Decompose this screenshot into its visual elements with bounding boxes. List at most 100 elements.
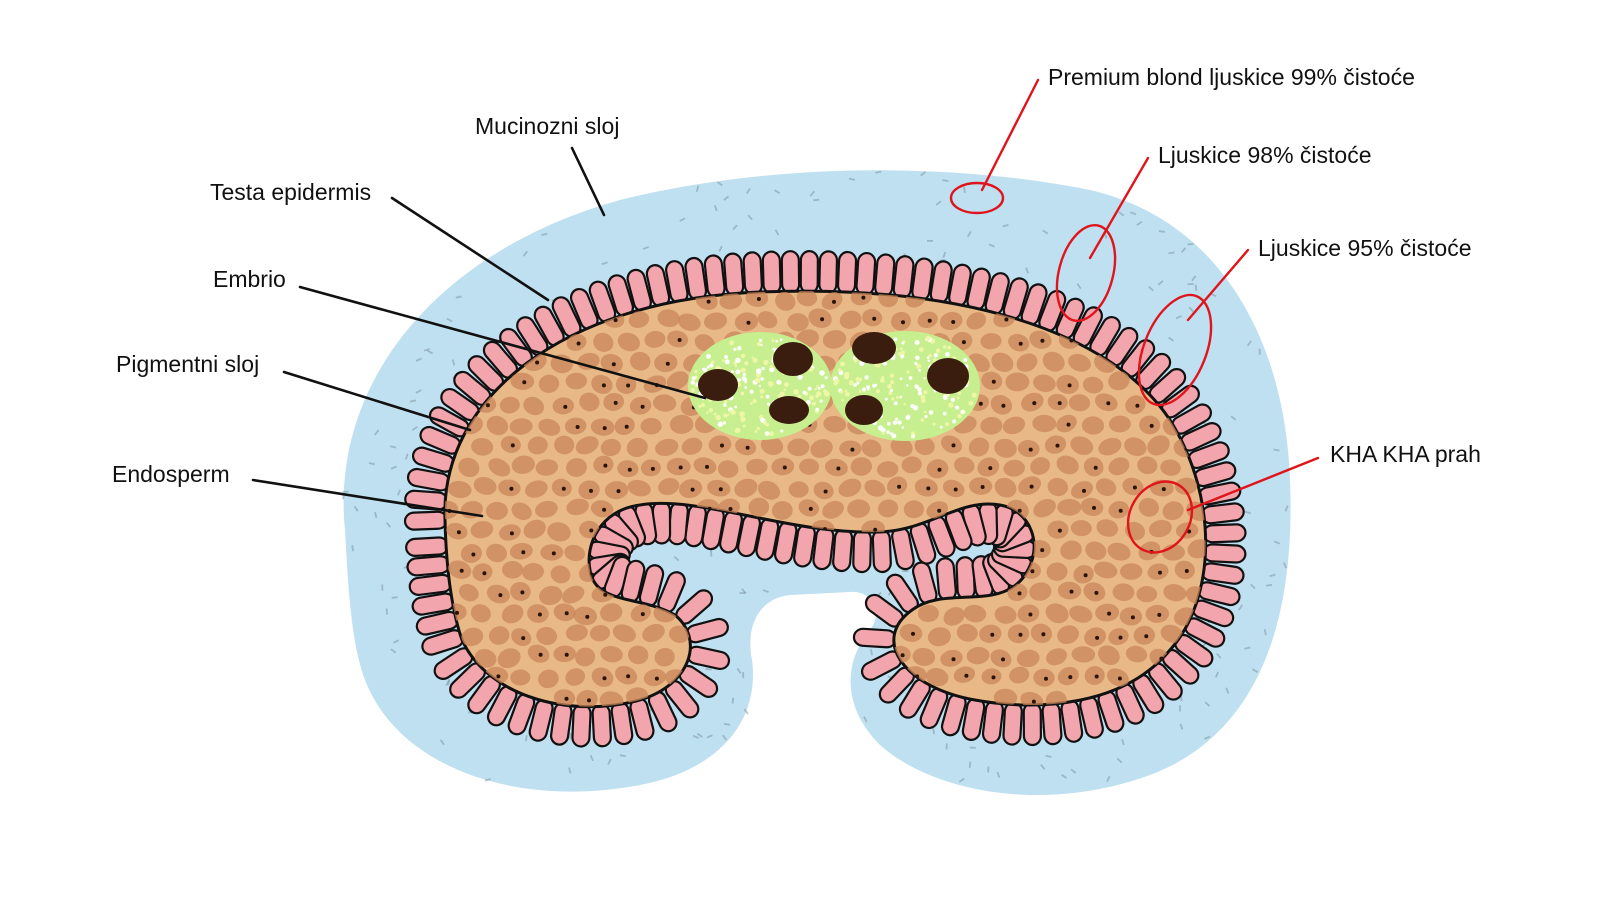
embryo-dot	[897, 352, 902, 356]
embryo-dot	[858, 377, 862, 382]
mucilage-speck	[1187, 283, 1194, 286]
endosperm-cell	[977, 457, 1000, 477]
embryo-dot	[752, 398, 757, 404]
mucilage-speck	[762, 589, 769, 594]
endosperm-cell	[839, 310, 862, 329]
endosperm-cell	[1033, 668, 1055, 687]
endosperm-cell	[488, 458, 511, 477]
embryo-dot	[901, 426, 905, 429]
mucilage-speck	[1061, 773, 1068, 779]
embryo-dot	[756, 426, 760, 431]
endosperm-cell	[565, 668, 586, 686]
endosperm-cell	[1007, 624, 1030, 644]
embryo-dot	[908, 376, 913, 380]
embryo-dot	[722, 421, 727, 425]
embryo-dot	[819, 399, 823, 403]
embryo-nucleus	[927, 358, 969, 394]
endosperm-cell	[1162, 501, 1184, 521]
embryo-dot	[845, 391, 850, 397]
endosperm-cell	[565, 372, 587, 390]
mucilage-speck	[455, 295, 462, 299]
endosperm-cell	[694, 334, 715, 352]
embryo-dot	[874, 363, 878, 368]
endosperm-cell	[527, 644, 550, 663]
embryo-dot	[960, 409, 965, 415]
embryo-dot	[717, 421, 723, 427]
mucilage-speck	[968, 761, 972, 768]
label-testa-epidermis: Testa epidermis	[210, 179, 371, 205]
embryo-dot	[754, 377, 760, 383]
endosperm-cell	[917, 311, 938, 328]
endosperm-cell	[1084, 666, 1105, 685]
endosperm-cell	[540, 544, 564, 561]
endosperm-cell	[1070, 436, 1094, 455]
mucilage-speck	[1076, 283, 1082, 290]
embryo-dot	[751, 356, 754, 359]
epidermis-cell	[703, 254, 726, 299]
endosperm-cell	[550, 565, 571, 584]
endosperm-cell	[510, 372, 535, 390]
label-mucinous-layer: Mucinozni sloj	[475, 113, 619, 139]
endosperm-cell	[1071, 646, 1096, 663]
mucilage-speck	[381, 584, 384, 591]
embryo-dot	[723, 413, 728, 418]
endosperm-cell	[539, 585, 563, 606]
endosperm-cell	[927, 627, 951, 647]
mucilage-speck	[813, 198, 820, 202]
endosperm-cell	[788, 481, 809, 498]
endosperm-cell	[1056, 414, 1077, 433]
embryo-dot	[771, 339, 775, 343]
embryo-dot	[756, 342, 762, 347]
epidermis-cell	[855, 251, 877, 297]
endosperm-cell	[719, 292, 743, 310]
mucilage-speck	[714, 205, 718, 212]
mucilage-speck	[351, 545, 355, 552]
embryo-dot	[899, 377, 903, 381]
embryo-dot	[955, 405, 960, 410]
embryo-dot	[968, 400, 974, 406]
mucilage-speck	[568, 732, 572, 740]
endosperm-cell	[1136, 586, 1158, 603]
mucilage-speck	[692, 734, 700, 739]
endosperm-cell	[511, 502, 532, 521]
embryo-dot	[701, 403, 705, 408]
endosperm-cell	[640, 417, 662, 435]
mucilage-speck	[709, 550, 713, 557]
mucilage-speck	[935, 200, 942, 206]
embryo-dot	[893, 401, 898, 406]
leader-endosperm	[251, 478, 484, 518]
mucilage-speck	[718, 245, 723, 252]
endosperm-cell	[757, 480, 781, 500]
mucilage-speck	[415, 389, 422, 394]
epidermis-cell	[403, 510, 449, 531]
embryo-dot	[911, 434, 916, 439]
embryo-dot	[706, 365, 710, 369]
endosperm-cell	[617, 460, 639, 478]
endosperm-cell	[693, 457, 717, 475]
embryo-dot	[698, 404, 702, 408]
embryo-dot	[935, 348, 941, 353]
endosperm-cell	[914, 478, 938, 497]
mucilage-speck	[1273, 448, 1280, 452]
endosperm-cell	[511, 455, 535, 474]
endosperm-cell	[527, 436, 548, 455]
embryo-dot	[755, 368, 762, 375]
endosperm-cell	[600, 353, 623, 373]
endosperm-cell	[775, 291, 796, 311]
endosperm-cell	[1033, 498, 1056, 518]
mucilage-speck	[848, 177, 856, 181]
embryo-dot	[905, 415, 911, 420]
endosperm-cell	[562, 585, 585, 604]
embryo-dot	[932, 422, 936, 426]
mucilage-speck	[405, 453, 409, 460]
embryo-dot	[742, 424, 746, 428]
epidermis-cell	[761, 250, 782, 295]
embryo-dot	[881, 376, 885, 379]
embryo-dot	[853, 383, 857, 387]
mucilage-speck	[411, 426, 418, 431]
embryo-dot	[906, 370, 910, 374]
epidermis-cell	[1002, 701, 1023, 746]
embryo-dot	[807, 386, 812, 391]
embryo-dot	[952, 419, 957, 424]
mucilage-speck	[389, 445, 397, 449]
